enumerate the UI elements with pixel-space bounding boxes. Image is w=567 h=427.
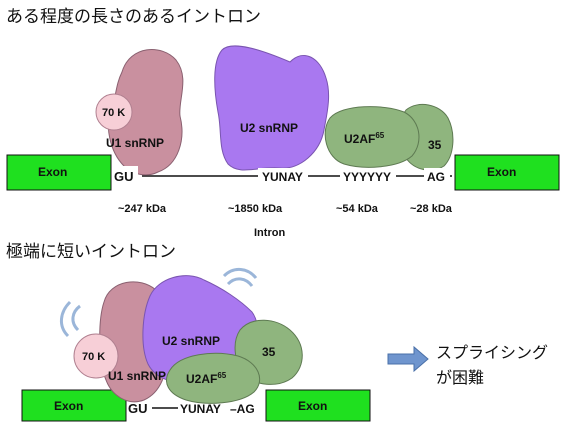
- bottom-u2af65-label: U2AF65: [186, 371, 227, 386]
- top-seq-yunay: YUNAY: [262, 170, 303, 184]
- bottom-exon-left-label: Exon: [54, 399, 83, 413]
- bottom-exon-right-label: Exon: [298, 399, 327, 413]
- bottom-heading: 極端に短いイントロン: [6, 242, 176, 262]
- top-exon-right-label: Exon: [487, 165, 516, 179]
- top-exon-left-label: Exon: [38, 165, 67, 179]
- bottom-70k-label: 70 K: [82, 351, 105, 363]
- result-line2: が困難: [436, 368, 484, 387]
- result-line1: スプライシング: [436, 343, 548, 362]
- top-seq-yyyyyy: YYYYYY: [343, 170, 391, 184]
- top-intron-label: Intron: [254, 227, 285, 239]
- top-seq-gu: GU: [114, 169, 134, 184]
- top-u2af65-label: U2AF65: [344, 131, 385, 146]
- result-arrow-icon: [387, 345, 429, 373]
- bottom-wave-left-1: [71, 304, 81, 332]
- top-mw-u1: ~247 kDa: [118, 203, 167, 215]
- bottom-u2-label: U2 snRNP: [162, 334, 220, 348]
- top-u2af35-label: 35: [428, 138, 442, 152]
- top-exon-left: [6, 154, 112, 191]
- bottom-seq-gu: GU: [128, 401, 148, 416]
- bottom-u1-label: U1 snRNP: [108, 369, 166, 383]
- bottom-70k-circle: [73, 333, 119, 379]
- bottom-seq-ag: –AG: [230, 402, 255, 416]
- bottom-wave-right-1: [226, 277, 254, 287]
- top-ag-bg: [424, 168, 450, 184]
- top-exon-right: [454, 154, 560, 191]
- bottom-u2af65: [166, 352, 260, 404]
- bottom-u2af35-label: 35: [262, 345, 276, 359]
- top-heading: ある程度の長さのあるイントロン: [6, 7, 261, 27]
- bottom-seq-yunay: YUNAY: [180, 402, 221, 416]
- top-mw-u2af35: ~28 kDa: [410, 203, 453, 215]
- top-gu-bg: [112, 166, 138, 186]
- bottom-wave-right-2: [222, 268, 258, 280]
- top-yunay-bg: [258, 168, 308, 184]
- bottom-wave-left-2: [60, 300, 72, 338]
- top-yyyyyy-bg: [340, 168, 396, 184]
- top-u2-label: U2 snRNP: [240, 121, 298, 135]
- top-u2af65: [324, 106, 420, 168]
- top-mw-u2: ~1850 kDa: [228, 203, 283, 215]
- top-70k-label: 70 K: [102, 107, 125, 119]
- bottom-exon-left: [21, 389, 127, 422]
- top-seq-ag: AG: [427, 170, 445, 184]
- top-u2-snrnp: [214, 45, 330, 171]
- top-u1-label: U1 snRNP: [106, 136, 164, 150]
- top-mw-u2af65: ~54 kDa: [336, 203, 379, 215]
- bottom-exon-right: [265, 389, 371, 422]
- top-70k-circle: [95, 93, 133, 131]
